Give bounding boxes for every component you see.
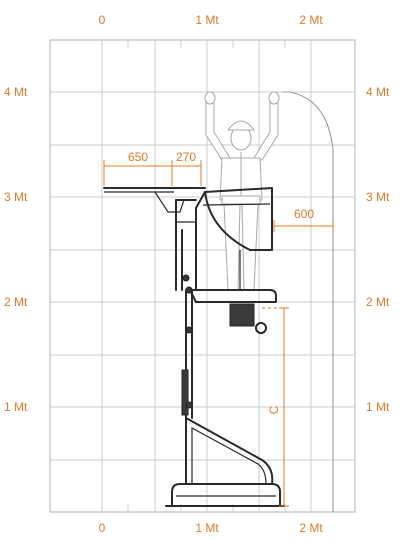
x-bottom-label-1: 1 Mt	[195, 521, 219, 535]
dim-c-label: C	[267, 405, 281, 414]
x-top-label-0: 0	[99, 13, 106, 27]
y-left-label-4: 4 Mt	[4, 85, 28, 99]
y-left-label-2: 2 Mt	[4, 295, 28, 309]
x-bottom-label-0: 0	[99, 521, 106, 535]
y-right-label-3: 3 Mt	[366, 190, 390, 204]
y-left-label-3: 3 Mt	[4, 190, 28, 204]
y-right-label-1: 1 Mt	[366, 400, 390, 414]
grid-frame	[49, 39, 356, 513]
x-top-label-2: 2 Mt	[299, 13, 323, 27]
dim-650-label: 650	[128, 150, 148, 164]
reach-envelope	[283, 91, 334, 512]
x-bottom-label-2: 2 Mt	[299, 521, 323, 535]
dim-270-label: 270	[176, 150, 196, 164]
dim-600-label: 600	[294, 207, 314, 221]
x-top-label-1: 1 Mt	[195, 13, 219, 27]
work-platform-machine	[103, 187, 285, 507]
grid	[49, 39, 356, 513]
dimensions: 650 270 600 C	[103, 150, 334, 507]
y-right-label-4: 4 Mt	[366, 85, 390, 99]
y-left-label-1: 1 Mt	[4, 400, 28, 414]
axis-labels: 0 1 Mt 2 Mt 0 1 Mt 2 Mt 4 Mt 3 Mt 2 Mt 1…	[4, 13, 390, 535]
y-right-label-2: 2 Mt	[366, 295, 390, 309]
